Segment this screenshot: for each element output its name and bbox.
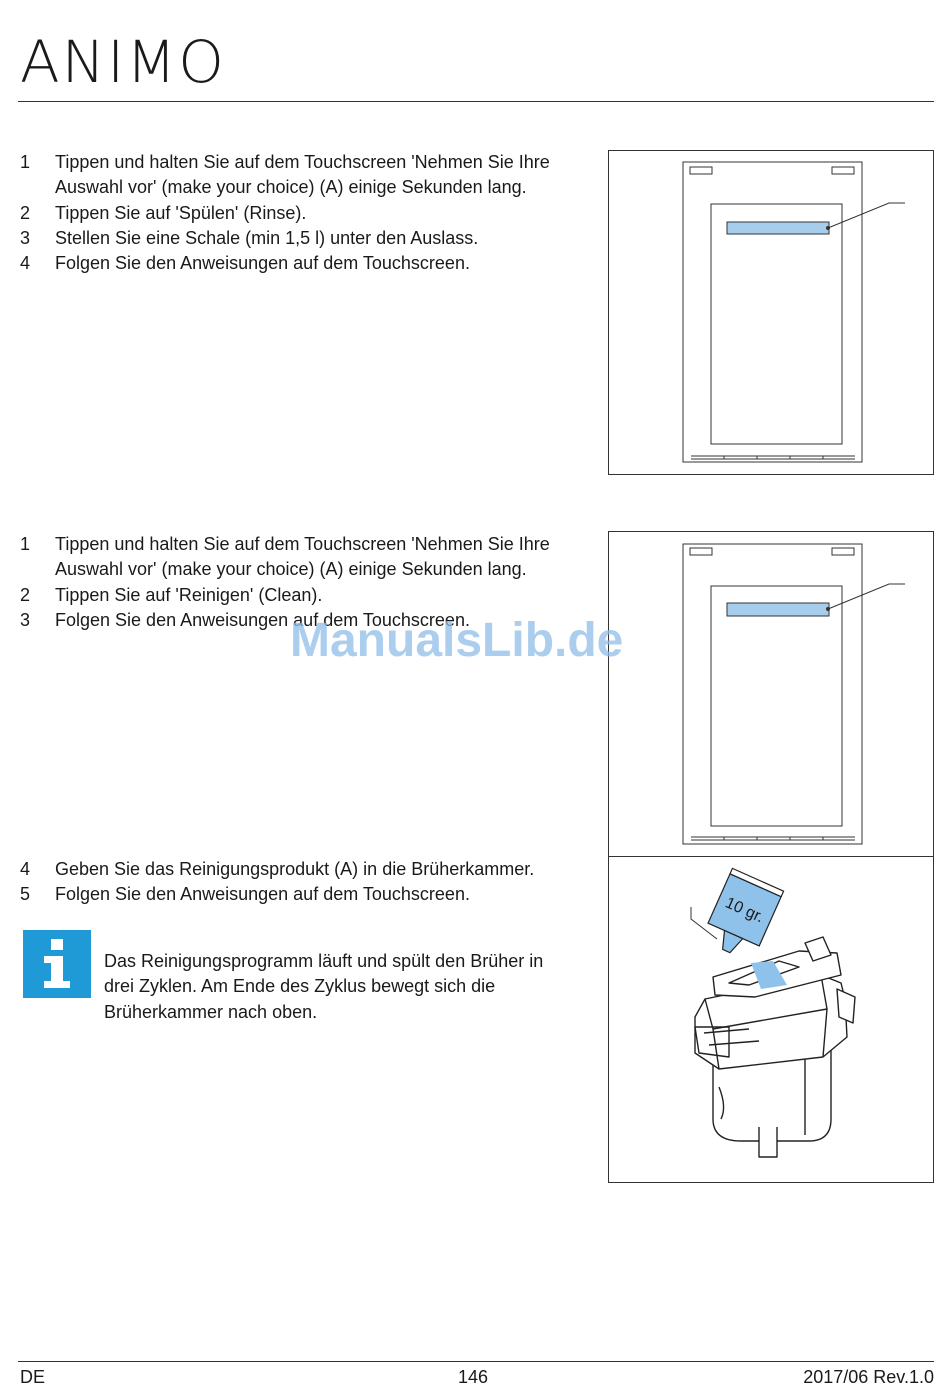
- clean-steps: 1 Tippen und halten Sie auf dem Touchscre…: [20, 532, 580, 633]
- info-note: Das Reinigungsprogramm läuft und spült d…: [104, 951, 544, 1022]
- list-item: 1 Tippen und halten Sie auf dem Touchscre…: [20, 532, 580, 583]
- list-item: 1 Tippen und halten Sie auf dem Touchscre…: [20, 150, 580, 201]
- list-item: 4 Geben Sie das Reinigungsprodukt (A) in …: [20, 857, 600, 882]
- list-item: 4 Folgen Sie den Anweisungen auf dem Touc…: [20, 251, 580, 276]
- step-text: Tippen Sie auf 'Spülen' (Rinse).: [55, 202, 307, 223]
- touchscreen-figure-rinse: [608, 150, 934, 475]
- rinse-steps: 1 Tippen und halten Sie auf dem Touchscre…: [20, 150, 580, 276]
- list-item: 3 Folgen Sie den Anweisungen auf dem Touc…: [20, 608, 580, 633]
- info-icon: [23, 930, 91, 998]
- step-number: 1: [20, 534, 31, 554]
- watermark: ManualsLib.de: [290, 614, 624, 667]
- step-text: Geben Sie das Reinigungsprodukt (A) in d…: [55, 859, 535, 879]
- step-text: Folgen Sie den Anweisungen auf dem Touch…: [55, 609, 470, 630]
- step-number: 3: [20, 227, 31, 248]
- step-text: Tippen und halten Sie auf dem Touchscree…: [55, 534, 550, 580]
- page-number: 146: [458, 1367, 489, 1387]
- footer-divider: [18, 1361, 934, 1362]
- step-number: 3: [20, 609, 31, 630]
- touchscreen-illustration: [682, 161, 905, 463]
- step-number: 2: [20, 202, 31, 223]
- list-item: 2 Tippen Sie auf 'Spülen' (Rinse).: [20, 201, 580, 226]
- step-number: 1: [20, 152, 31, 172]
- footer-revision: 2017/06 Rev.1.0: [803, 1367, 934, 1387]
- step-number: 5: [20, 884, 31, 905]
- list-item: 5 Folgen Sie den Anweisungen auf dem Touc…: [20, 882, 600, 907]
- list-item: 3 Stellen Sie eine Schale (min 1,5 l) unt…: [20, 226, 580, 251]
- animo-logo: ANIMO: [20, 28, 226, 96]
- cleaning-packet: 10 gr.: [707, 867, 785, 954]
- step-number: 4: [20, 253, 31, 274]
- list-item: 2 Tippen Sie auf 'Reinigen' (Clean).: [20, 583, 580, 608]
- step-text: Folgen Sie den Anweisungen auf dem Touch…: [55, 884, 470, 905]
- step-number: 2: [20, 584, 31, 605]
- make-choice-button-highlight: [726, 602, 830, 617]
- touchscreen-figure-clean: [608, 531, 934, 857]
- brewer-illustration: 10 gr.: [690, 867, 856, 1158]
- footer-language: DE: [20, 1367, 46, 1387]
- step-text: Tippen Sie auf 'Reinigen' (Clean).: [55, 584, 323, 605]
- step-text: Folgen Sie den Anweisungen auf dem Touch…: [55, 253, 470, 274]
- header-divider: [18, 101, 934, 102]
- clean-steps-continued: 4 Geben Sie das Reinigungsprodukt (A) in …: [20, 857, 600, 908]
- step-number: 4: [20, 859, 31, 879]
- make-choice-button-highlight: [726, 221, 830, 235]
- touchscreen-illustration: [682, 543, 905, 845]
- step-text: Tippen und halten Sie auf dem Touchscree…: [55, 152, 550, 198]
- step-text: Stellen Sie eine Schale (min 1,5 l) unte…: [55, 227, 479, 248]
- brewer-figure: 10 gr.: [608, 856, 934, 1183]
